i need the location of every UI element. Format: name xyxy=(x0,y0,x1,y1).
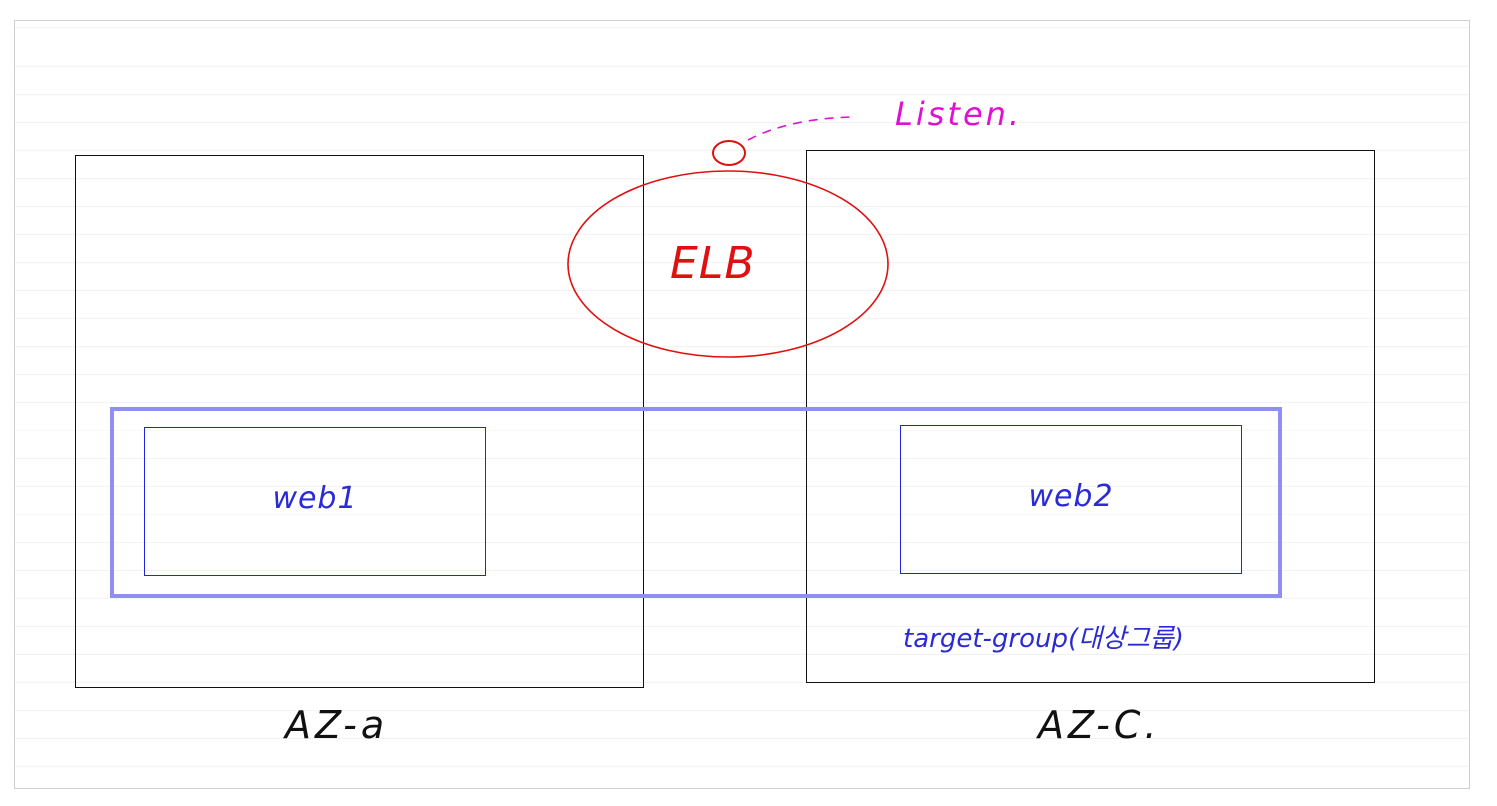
az-c-label: AZ-C. xyxy=(1038,703,1161,747)
web1-box: web1 xyxy=(144,427,486,576)
target-group-label: target-group(대상그룹) xyxy=(903,624,1184,654)
az-a-box xyxy=(75,155,644,688)
web2-label: web2 xyxy=(1028,479,1114,514)
az-a-label: AZ-a xyxy=(285,703,389,747)
web2-box: web2 xyxy=(900,425,1242,574)
target-group-box xyxy=(110,407,1282,598)
web1-label: web1 xyxy=(272,481,358,516)
listener-label: Listen. xyxy=(895,95,1023,133)
elb-label: ELB xyxy=(670,238,756,289)
az-c-box xyxy=(806,150,1375,683)
